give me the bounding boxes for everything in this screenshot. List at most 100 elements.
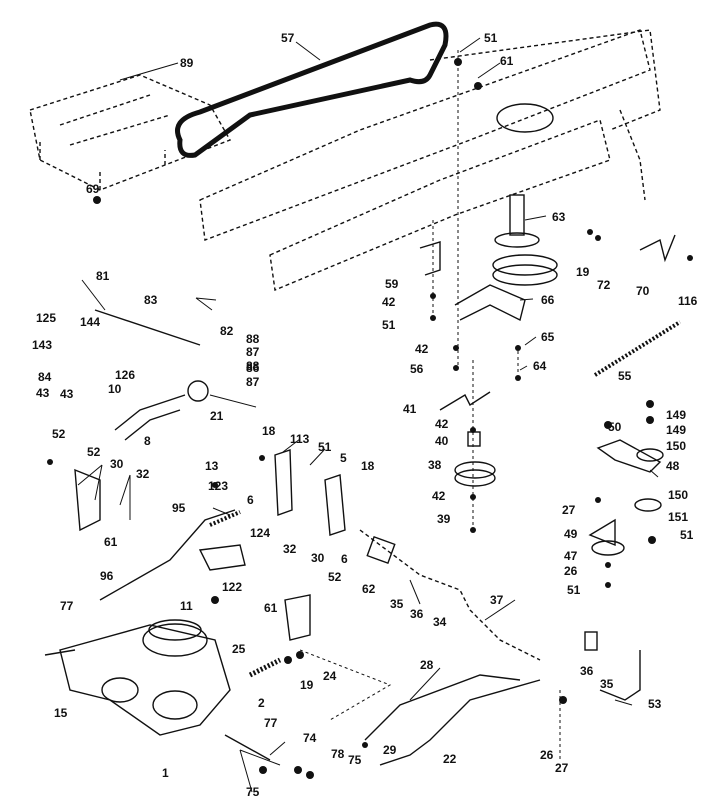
part-number-label: 56: [410, 362, 424, 376]
part-number-label: 32: [283, 542, 297, 556]
part-number-label: 19: [576, 265, 590, 279]
part-number-label: 61: [264, 601, 278, 615]
part-number-label: 125: [36, 311, 56, 325]
part-number-label: 39: [437, 512, 451, 526]
part-number-label: 151: [668, 510, 688, 524]
part-150: [636, 448, 664, 462]
part-number-label: 26: [540, 748, 554, 762]
part-number-label: 42: [435, 417, 449, 431]
part-number-label: 53: [648, 697, 662, 711]
part-number-label: 48: [666, 459, 680, 473]
part-number-label: 66: [541, 293, 555, 307]
part-number-label: 78: [331, 747, 345, 761]
part-number-label: 95: [172, 501, 186, 515]
part-number-label: 65: [541, 330, 555, 344]
part-number-label: 86: [246, 361, 260, 375]
bracket-113: [274, 449, 293, 516]
part-number-label: 35: [390, 597, 404, 611]
part-number-label: 77: [264, 716, 278, 730]
part-number-label: 144: [80, 315, 100, 329]
bracket-30b: [284, 594, 311, 641]
part-number-label: 30: [110, 457, 124, 471]
part-number-label: 126: [115, 368, 135, 382]
part-number-label: 75: [246, 785, 260, 799]
part-number-label: 52: [52, 427, 66, 441]
part-number-label: 72: [597, 278, 611, 292]
part-number-label: 150: [666, 439, 686, 453]
bracket-59: [419, 241, 441, 276]
shaft-34: [359, 529, 541, 661]
part-number-label: 81: [96, 269, 110, 283]
part-number-label: 15: [54, 706, 68, 720]
part-number-label: 52: [87, 445, 101, 459]
part-number-label: 36: [580, 664, 594, 678]
part-number-label: 26: [564, 564, 578, 578]
rod-22: [379, 679, 541, 766]
part-number-label: 11: [180, 599, 193, 613]
part-number-label: 88: [246, 332, 260, 346]
knob-21: [187, 380, 209, 402]
part-number-label: 51: [484, 31, 498, 45]
part-number-label: 6: [341, 552, 348, 566]
part-number-label: 84: [38, 370, 52, 384]
shaft-81: [94, 309, 201, 346]
part-number-label: 62: [362, 582, 376, 596]
part-number-label: 87: [246, 345, 260, 359]
part-number-label: 149: [666, 408, 686, 422]
part-number-label: 34: [433, 615, 447, 629]
part-number-label: 38: [428, 458, 442, 472]
part-number-label: 5: [340, 451, 347, 465]
spring-124: [209, 510, 241, 527]
part-number-label: 6: [247, 493, 254, 507]
part-number-label: 74: [303, 731, 317, 745]
part-number-label: 43: [60, 387, 74, 401]
part-number-label: 63: [552, 210, 566, 224]
part-number-label: 29: [383, 743, 397, 757]
part-number-label: 51: [382, 318, 396, 332]
part-number-label: 69: [86, 182, 100, 196]
part-number-label: 123: [208, 479, 228, 493]
part-number-label: 61: [500, 54, 514, 68]
rod-28: [364, 674, 521, 741]
part-number-label: 82: [220, 324, 234, 338]
rod-95: [99, 509, 236, 601]
bracket-41: [439, 391, 491, 411]
spring-55: [593, 320, 682, 377]
part-number-label: 124: [250, 526, 270, 540]
pulley-38: [454, 461, 496, 479]
part-number-label: 59: [385, 277, 399, 291]
part-number-label: 51: [680, 528, 694, 542]
part-number-label: 87: [246, 375, 260, 389]
bracket-66: [454, 284, 526, 322]
part-number-label: 122: [222, 580, 242, 594]
part-number-label: 19: [300, 678, 314, 692]
bracket-35: [584, 631, 598, 651]
part-number-label: 35: [600, 677, 614, 691]
part-number-label: 30: [311, 551, 325, 565]
belt: [175, 21, 449, 158]
part-number-label: 41: [403, 402, 417, 416]
part-number-label: 70: [636, 284, 650, 298]
part-number-label: 64: [533, 359, 547, 373]
part-number-label: 24: [323, 669, 337, 683]
part-number-label: 13: [205, 459, 219, 473]
part-number-label: 50: [608, 420, 622, 434]
part-number-label: 22: [443, 752, 457, 766]
part-number-label: 8: [144, 434, 151, 448]
part-number-label: 61: [104, 535, 118, 549]
part-number-label: 113: [290, 432, 310, 446]
rear-frame: [29, 74, 232, 191]
part-number-label: 42: [432, 489, 446, 503]
part-number-label: 27: [555, 761, 569, 775]
bracket-30: [74, 468, 101, 532]
rod-53: [599, 650, 641, 701]
part-number-label: 143: [32, 338, 52, 352]
main-frame: [199, 29, 661, 291]
bracket-49: [588, 518, 616, 547]
part-number-label: 40: [435, 434, 449, 448]
part-number-label: 42: [382, 295, 396, 309]
transaxle: [44, 619, 271, 761]
